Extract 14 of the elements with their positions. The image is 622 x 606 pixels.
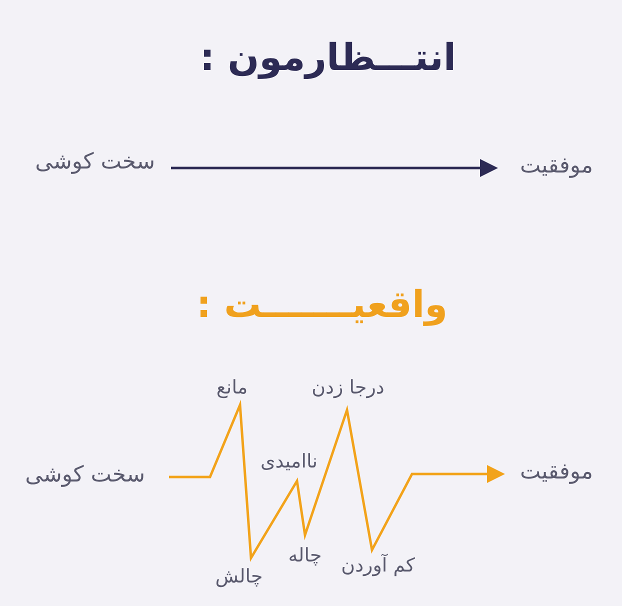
- peak-label: درجا زدن: [312, 376, 384, 400]
- start-label: سخت کوشی: [25, 462, 145, 490]
- peak-label: ناامیدی: [260, 450, 318, 474]
- start-label: سخت کوشی: [35, 148, 155, 178]
- zigzag-arrow: [169, 400, 505, 562]
- trough-label: چاله: [288, 544, 322, 568]
- heading: واقعیـــــــت :: [196, 282, 448, 328]
- trough-label: چالش: [215, 564, 263, 590]
- goal-label: موفقیت: [520, 458, 594, 488]
- trough-label: کم آوردن: [341, 554, 415, 578]
- arrow: [171, 159, 498, 177]
- goal-label: موفقیت: [520, 152, 594, 182]
- peak-label: مانع: [216, 376, 248, 400]
- heading: انتـــظارمون :: [200, 34, 456, 81]
